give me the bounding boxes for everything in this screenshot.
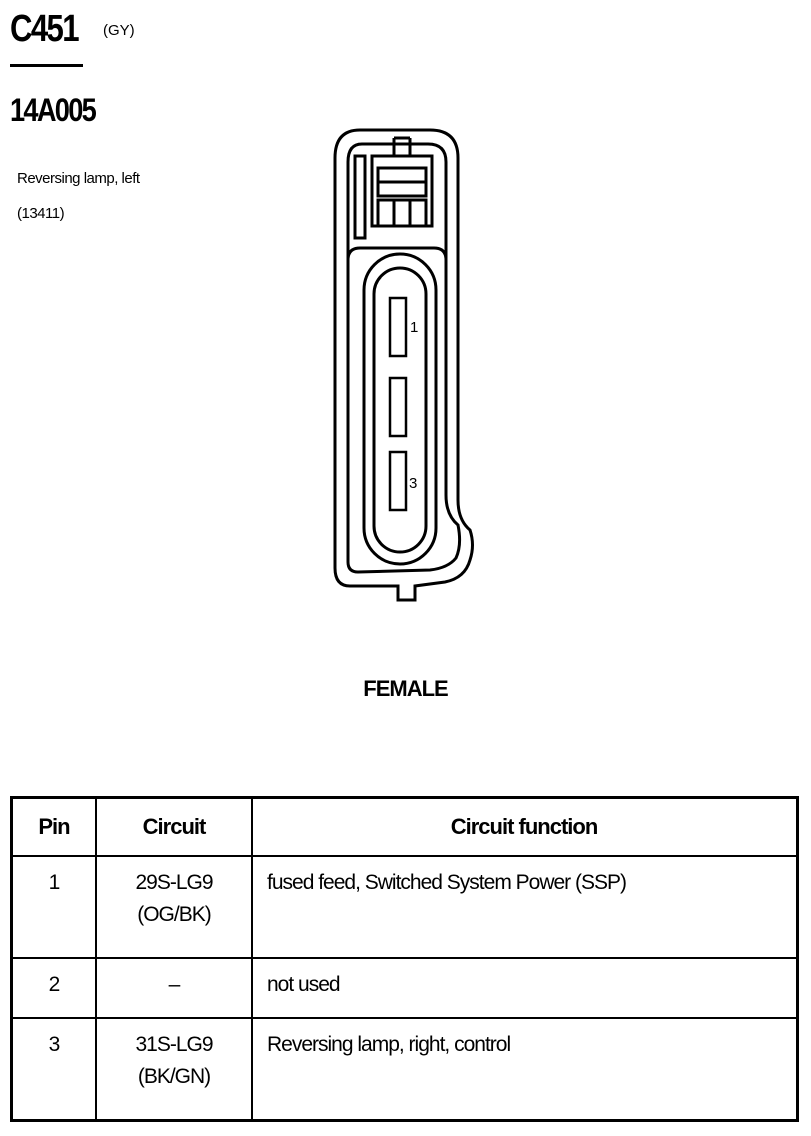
header-pin: Pin [10, 796, 97, 857]
connector-id: C451 [10, 8, 80, 50]
cavity-inner [372, 266, 428, 554]
color-code: (GY) [103, 22, 135, 39]
cell-circuit: – [95, 957, 253, 1019]
pin-3-label: 3 [409, 475, 417, 492]
component-reference: (13411) [17, 205, 65, 222]
pin-1-label: 1 [410, 319, 418, 336]
table-row: 3 31S-LG9 (BK/GN) Reversing lamp, right,… [10, 1017, 799, 1122]
cavity-outer [362, 252, 438, 566]
cell-function: Reversing lamp, right, control [251, 1017, 799, 1122]
pin-2-terminal [388, 376, 408, 438]
housing-inner-outline [346, 142, 462, 574]
table-row: 1 29S-LG9 (OG/BK) fused feed, Switched S… [10, 855, 799, 959]
circuit-color: (BK/GN) [137, 1065, 211, 1088]
cell-circuit: 29S-LG9 (OG/BK) [95, 855, 253, 959]
part-number: 14A005 [10, 92, 97, 128]
cell-pin: 2 [10, 957, 97, 1019]
header-circuit: Circuit [95, 796, 253, 857]
cell-pin: 1 [10, 855, 97, 959]
circuit-color: (OG/BK) [137, 903, 212, 926]
cell-function: fused feed, Switched System Power (SSP) [251, 855, 799, 959]
connector-face-diagram: 1 3 [333, 128, 474, 602]
table-row: 2 – not used [10, 957, 799, 1019]
title-underline [10, 64, 83, 67]
circuit-code: 29S-LG9 [135, 871, 213, 894]
housing-shoulder [346, 246, 448, 261]
circuit-code: – [168, 973, 181, 996]
cell-function: not used [251, 957, 799, 1019]
locking-tab [353, 154, 367, 240]
latch-base [376, 198, 428, 228]
circuit-code: 31S-LG9 [135, 1033, 213, 1056]
cell-circuit: 31S-LG9 (BK/GN) [95, 1017, 253, 1122]
housing-outline [333, 128, 474, 602]
gender-label: FEMALE [363, 676, 448, 701]
cell-pin: 3 [10, 1017, 97, 1122]
table-header-row: Pin Circuit Circuit function [10, 796, 799, 857]
pin-table: Pin Circuit Circuit function 1 29S-LG9 (… [10, 796, 799, 1122]
component-description: Reversing lamp, left [17, 170, 140, 187]
header-circuit-function: Circuit function [251, 796, 799, 857]
pin-3-terminal [388, 450, 408, 512]
pin-1-terminal [388, 296, 408, 358]
